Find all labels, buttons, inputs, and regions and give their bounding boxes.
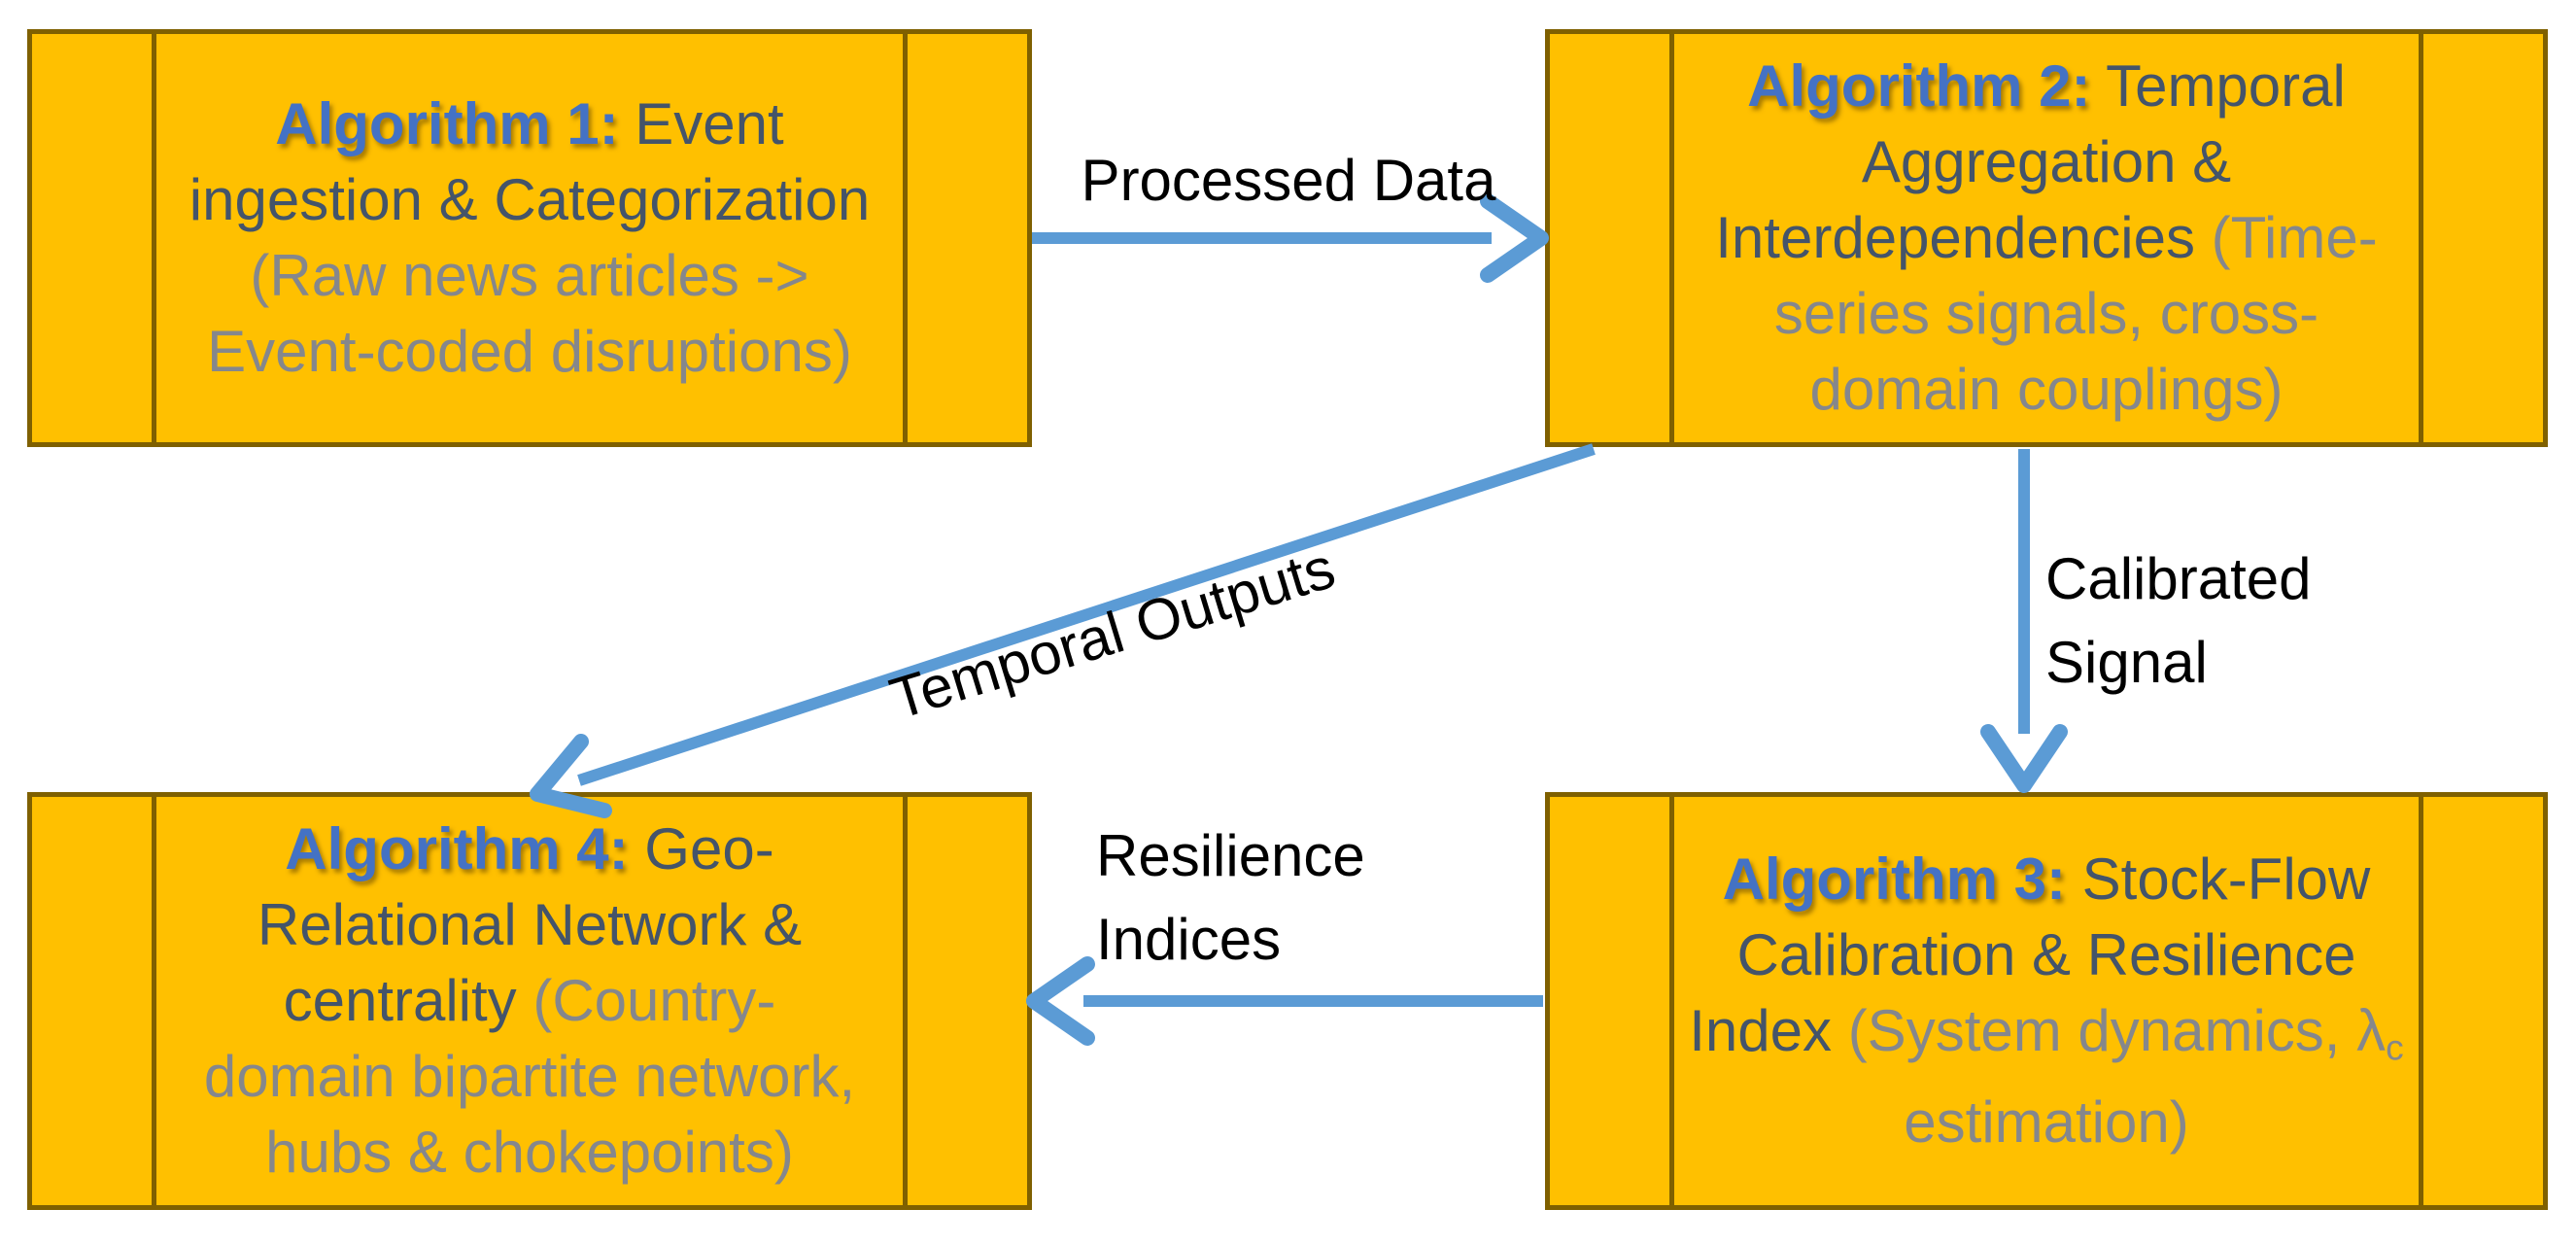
box1-line2: ingestion & Categorization: [189, 167, 871, 232]
algorithm-2-text: Algorithm 2: Temporal Aggregation & Inte…: [1715, 49, 2377, 428]
algorithm-2-box: Algorithm 2: Temporal Aggregation & Inte…: [1545, 29, 2548, 447]
calibrated-signal-label-line1: Calibrated: [2045, 546, 2312, 611]
calibrated-signal-label-line2: Signal: [2045, 630, 2208, 695]
box4-line2: Relational Network &: [257, 892, 803, 957]
box2-left-divider: [1669, 34, 1674, 442]
box4-line1: Algorithm 4: Geo-: [285, 816, 774, 881]
algorithm-4-text: Algorithm 4: Geo- Relational Network & c…: [204, 812, 855, 1191]
box1-right-divider: [903, 34, 908, 442]
box4-right-divider: [903, 797, 908, 1205]
box4-left-divider: [152, 797, 156, 1205]
box3-line1: Algorithm 3: Stock-Flow: [1722, 846, 2371, 912]
lambda-subscript: c: [2386, 1026, 2404, 1068]
box3-right-divider: [2419, 797, 2423, 1205]
resilience-indices-label-line2: Indices: [1096, 907, 1282, 972]
box3-title: Algorithm 3:: [1722, 846, 2066, 912]
box1-line1: Algorithm 1: Event: [275, 91, 784, 156]
box4-line5: hubs & chokepoints): [265, 1120, 794, 1185]
box3-line3: Index (System dynamics, λc: [1689, 997, 2404, 1068]
algorithm-3-box: Algorithm 3: Stock-Flow Calibration & Re…: [1545, 792, 2548, 1210]
box4-line3: centrality (Country-: [283, 968, 776, 1033]
box2-line5: domain couplings): [1809, 357, 2284, 422]
resilience-indices-label-line1: Resilience: [1096, 823, 1365, 888]
box4-line4: domain bipartite network,: [203, 1044, 856, 1109]
processed-data-label: Processed Data: [1081, 148, 1496, 213]
box2-right-divider: [2419, 34, 2423, 442]
box1-title: Algorithm 1:: [275, 91, 619, 156]
box1-line3: (Raw news articles ->: [250, 243, 809, 308]
box2-line2: Aggregation &: [1861, 129, 2232, 194]
resilience-indices-label: Resilience Indices: [1096, 814, 1365, 982]
algorithm-4-box: Algorithm 4: Geo- Relational Network & c…: [27, 792, 1032, 1210]
box2-line3: Interdependencies (Time-: [1715, 205, 2378, 270]
box2-title: Algorithm 2:: [1747, 53, 2091, 119]
box2-line1: Algorithm 2: Temporal: [1747, 53, 2346, 119]
temporal-outputs-label: Temporal Outputs: [882, 535, 1343, 732]
box4-title: Algorithm 4:: [285, 816, 629, 881]
box3-line2: Calibration & Resilience: [1736, 921, 2356, 987]
calibrated-signal-label: Calibrated Signal: [2045, 537, 2312, 705]
algorithm-3-text: Algorithm 3: Stock-Flow Calibration & Re…: [1689, 842, 2404, 1160]
box3-line4: estimation): [1904, 1089, 2189, 1156]
box1-line4: Event-coded disruptions): [207, 319, 852, 384]
algorithm-1-box: Algorithm 1: Event ingestion & Categoriz…: [27, 29, 1032, 447]
box2-line4: series signals, cross-: [1773, 281, 2319, 346]
algorithm-1-text: Algorithm 1: Event ingestion & Categoriz…: [189, 86, 870, 390]
box3-left-divider: [1669, 797, 1674, 1205]
box1-left-divider: [152, 34, 156, 442]
